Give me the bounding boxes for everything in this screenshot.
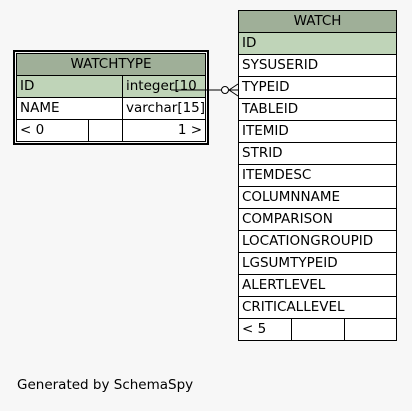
crowfoot-lower	[228, 89, 239, 97]
watchtype-table[interactable]: WATCHTYPE ID integer[10 NAME varchar[15]…	[12, 50, 210, 145]
watch-column-comparison[interactable]: COMPARISON	[238, 208, 397, 231]
generated-by-footer: Generated by SchemaSpy	[17, 377, 194, 393]
watchtype-column-name-type: varchar[15]	[121, 97, 207, 120]
watch-column-strid[interactable]: STRID	[238, 142, 397, 165]
watch-parents-count: < 5	[238, 318, 292, 341]
watch-table[interactable]: WATCH ID SYSUSERID TYPEID TABLEID ITEMID…	[238, 10, 397, 341]
watch-column-alertlevel[interactable]: ALERTLEVEL	[238, 274, 397, 297]
relationship-optional-circle	[221, 86, 229, 94]
watchtype-children-count: 1 >	[121, 119, 207, 142]
watch-column-criticallevel[interactable]: CRITICALLEVEL	[238, 296, 397, 319]
watchtype-parents-count: < 0	[16, 119, 89, 142]
watch-footer-spacer-2	[344, 318, 397, 341]
watchtype-column-id[interactable]: ID	[16, 75, 123, 98]
watch-column-itemid[interactable]: ITEMID	[238, 120, 397, 143]
crowfoot-upper	[228, 83, 239, 91]
watch-table-title[interactable]: WATCH	[238, 10, 397, 33]
watch-column-id[interactable]: ID	[238, 32, 397, 55]
watch-column-tableid[interactable]: TABLEID	[238, 98, 397, 121]
